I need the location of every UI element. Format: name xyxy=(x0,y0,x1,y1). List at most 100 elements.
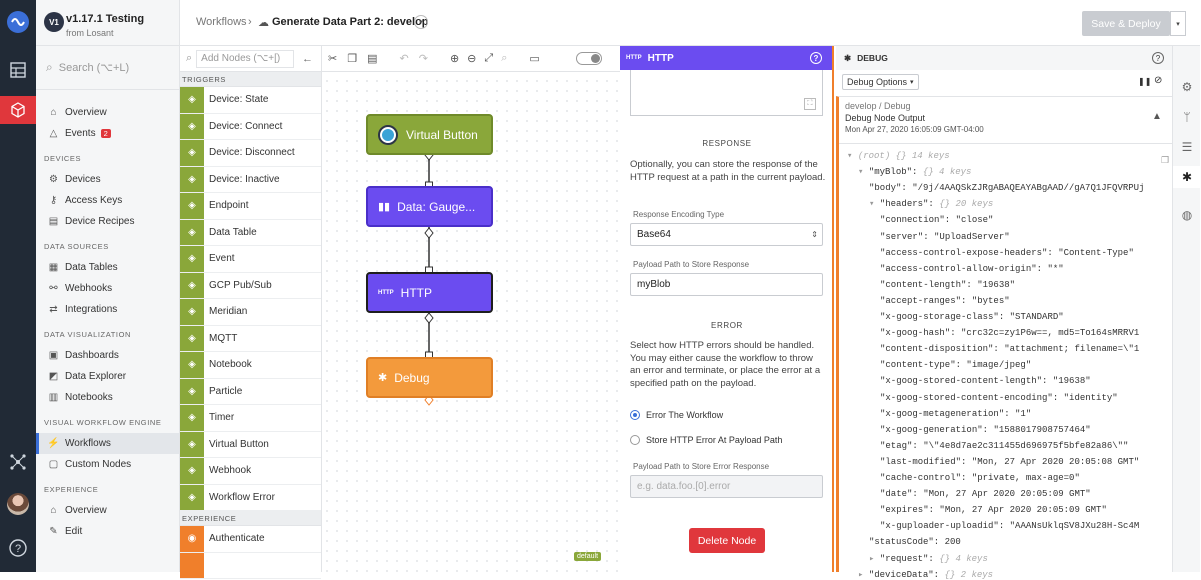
sidebar-item-workflows[interactable]: ⚡Workflows xyxy=(36,433,179,454)
sidebar-search[interactable]: ⌕ Search (⌥+L) xyxy=(36,46,179,90)
sidebar-item-data-tables[interactable]: ▦Data Tables xyxy=(36,257,179,278)
pause-icon[interactable]: ❚❚ xyxy=(1138,77,1152,86)
applications-cube-icon[interactable] xyxy=(0,96,36,124)
palette-node-timer[interactable]: ◈Timer xyxy=(180,405,321,432)
sidebar-item-edit[interactable]: ✎Edit xyxy=(36,521,179,542)
palette-node-device-disconnect[interactable]: ◈Device: Disconnect xyxy=(180,140,321,167)
sidebar-item-custom-nodes[interactable]: ▢Custom Nodes xyxy=(36,454,179,475)
sidebar-item-data-explorer[interactable]: ◩Data Explorer xyxy=(36,366,179,387)
palette-node-device-inactive[interactable]: ◈Device: Inactive xyxy=(180,166,321,193)
integration-icon: ⇄ xyxy=(49,304,58,315)
palette-node-label: Device: Inactive xyxy=(209,173,280,185)
payload-path-input[interactable]: myBlob xyxy=(630,273,823,296)
clear-icon[interactable]: ⊘ xyxy=(1154,75,1163,86)
copy-icon[interactable]: ❐ xyxy=(347,53,358,65)
palette-node-particle[interactable]: ◈Particle xyxy=(180,378,321,405)
json-tree-row[interactable]: ▸ "deviceData": {} 2 keys xyxy=(858,570,993,580)
palette-node-notebook[interactable]: ◈Notebook xyxy=(180,352,321,379)
help-icon[interactable]: ? xyxy=(0,534,36,562)
palette-node-device-connect[interactable]: ◈Device: Connect xyxy=(180,113,321,140)
storage-icon[interactable]: ☰ xyxy=(1181,140,1193,154)
version-branch-icon[interactable]: ᛘ xyxy=(1183,110,1191,124)
collapse-caret-icon[interactable]: ▸ xyxy=(869,553,875,564)
sidebar-item-integrations[interactable]: ⇄Integrations xyxy=(36,299,179,320)
node-http[interactable]: HTTP HTTP xyxy=(366,272,493,313)
node-data-gauge[interactable]: ▮▮ Data: Gauge... xyxy=(366,186,493,227)
http-panel-header: HTTP HTTP ? xyxy=(620,46,832,70)
redo-icon[interactable]: ↷ xyxy=(418,53,428,65)
sidebar-item-dashboards[interactable]: ▣Dashboards xyxy=(36,345,179,366)
collapse-arrow-icon[interactable]: ← xyxy=(302,52,313,65)
sidebar-item-device-recipes[interactable]: ▤Device Recipes xyxy=(36,211,179,232)
workflow-canvas[interactable]: ✂ ❐ ▤ ↶ ↷ ⊕ ⊖ ⤢ ⌕ ▭ Virtual Button ▮▮ Da… xyxy=(322,46,620,572)
palette-node-gcp-pub-sub[interactable]: ◈GCP Pub/Sub xyxy=(180,272,321,299)
palette-node-partial[interactable] xyxy=(180,552,321,579)
palette-node-device-state[interactable]: ◈Device: State xyxy=(180,87,321,114)
fit-screen-icon[interactable]: ⤢ xyxy=(484,52,494,64)
json-tree-row[interactable]: ▾ (root) {} 14 keys xyxy=(847,151,950,161)
palette-node-data-table[interactable]: ◈Data Table xyxy=(180,219,321,246)
cut-icon[interactable]: ✂ xyxy=(328,53,338,65)
sidebar-item-devices[interactable]: ⚙Devices xyxy=(36,169,179,190)
encoding-type-select[interactable]: Base64 ⇕ xyxy=(630,223,823,246)
palette-node-mqtt[interactable]: ◈MQTT xyxy=(180,325,321,352)
sidebar-section-data-visualization: DATA VISUALIZATION xyxy=(44,330,132,339)
zoom-in-icon[interactable]: ⊕ xyxy=(449,53,460,65)
comment-icon[interactable]: ▭ xyxy=(529,53,540,65)
breadcrumb-workflows[interactable]: Workflows xyxy=(196,16,247,28)
error-path-input[interactable]: e.g. data.foo.[0].error xyxy=(630,475,823,498)
copy-icon[interactable]: ❐ xyxy=(1161,155,1170,165)
save-deploy-button[interactable]: Save & Deploy xyxy=(1082,11,1170,36)
app-header[interactable]: V1 v1.17.1 Testing from Losant xyxy=(36,0,179,46)
losant-logo-icon[interactable] xyxy=(0,8,36,36)
palette-node-meridian[interactable]: ◈Meridian xyxy=(180,299,321,326)
sidebar-item-webhooks[interactable]: ⚯Webhooks xyxy=(36,278,179,299)
radio-store-error[interactable]: Store HTTP Error At Payload Path xyxy=(630,435,782,445)
palette-node-virtual-button[interactable]: ◈Virtual Button xyxy=(180,431,321,458)
debug-options-dropdown[interactable]: Debug Options▾ xyxy=(842,74,919,90)
sidebar-item-overview[interactable]: ⌂Overview xyxy=(36,102,179,123)
sidebar-item-notebooks[interactable]: ▥Notebooks xyxy=(36,387,179,408)
save-deploy-dropdown[interactable]: ▾ xyxy=(1170,11,1186,36)
palette-search-input[interactable]: Add Nodes (⌥+[) xyxy=(196,49,294,68)
paste-icon[interactable]: ▤ xyxy=(367,53,378,65)
expand-editor-icon[interactable]: ⛶ xyxy=(804,98,816,110)
toggle-switch[interactable] xyxy=(575,52,602,65)
user-avatar[interactable] xyxy=(0,490,36,518)
node-debug[interactable]: ✱ Debug xyxy=(366,357,493,398)
json-tree-row[interactable]: ▾ "myBlob": {} 4 keys xyxy=(858,167,971,177)
collapse-caret-icon[interactable]: ▸ xyxy=(858,569,864,580)
debug-bug-icon[interactable]: ✱ xyxy=(1173,166,1201,188)
sidebar-item-label: Overview xyxy=(65,505,107,516)
palette-node-webhook[interactable]: ◈Webhook xyxy=(180,458,321,485)
help-icon[interactable]: ? xyxy=(810,52,822,64)
dashboard-grid-icon[interactable] xyxy=(0,56,36,84)
workflow-dropdown-icon[interactable]: ▾ xyxy=(414,15,428,29)
node-virtual-button[interactable]: Virtual Button xyxy=(366,114,493,155)
globals-globe-icon[interactable]: ◍ xyxy=(1181,208,1193,222)
radio-error-workflow[interactable]: Error The Workflow xyxy=(630,410,723,420)
palette-node-label: Data Table xyxy=(209,226,257,238)
network-icon[interactable] xyxy=(0,448,36,476)
body-template-editor[interactable]: ⛶ xyxy=(630,70,823,116)
expand-caret-icon[interactable]: ▾ xyxy=(858,167,864,178)
delete-node-button[interactable]: Delete Node xyxy=(689,528,765,553)
palette-node-workflow-error[interactable]: ◈Workflow Error xyxy=(180,484,321,511)
sidebar-item-access-keys[interactable]: ⚷Access Keys xyxy=(36,190,179,211)
help-icon[interactable]: ? xyxy=(1152,52,1164,64)
palette-node-endpoint[interactable]: ◈Endpoint xyxy=(180,193,321,220)
search-icon[interactable]: ⌕ xyxy=(501,52,508,64)
expand-caret-icon[interactable]: ▾ xyxy=(847,151,853,161)
expand-caret-icon[interactable]: ▾ xyxy=(869,199,875,210)
json-tree-row[interactable]: ▾ "headers": {} 20 keys xyxy=(869,199,993,209)
undo-icon[interactable]: ↶ xyxy=(399,53,409,65)
zoom-out-icon[interactable]: ⊖ xyxy=(467,53,477,65)
sidebar-item-experience-overview[interactable]: ⌂Overview xyxy=(36,500,179,521)
palette-node-event[interactable]: ◈Event xyxy=(180,246,321,273)
palette-node-authenticate[interactable]: ◉Authenticate xyxy=(180,526,321,553)
json-tree-row[interactable]: ▸ "request": {} 4 keys xyxy=(869,554,988,564)
trigger-node-icon: ◈ xyxy=(180,113,204,139)
settings-gear-icon[interactable]: ⚙ xyxy=(1181,80,1193,94)
collapse-up-icon[interactable]: ▲ xyxy=(1152,111,1162,122)
